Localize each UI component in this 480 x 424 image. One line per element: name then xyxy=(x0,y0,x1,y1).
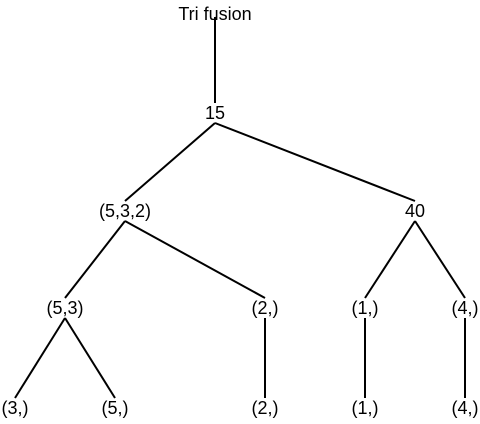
tree-node-label: (1,) xyxy=(352,398,379,418)
tree-node-label: (4,) xyxy=(452,298,479,318)
tree-node-label: (5,3) xyxy=(46,298,83,318)
tree-node-label: 40 xyxy=(405,201,425,221)
tree-node-label: (2,) xyxy=(252,298,279,318)
tree-edges xyxy=(14,17,466,399)
tree-node-label: 15 xyxy=(205,103,225,123)
tree-node-label: (5,) xyxy=(102,398,129,418)
tree-labels: Tri fusion 15 (5,3,2) 40 (5,3) (2,) (1,) (4,) (… xyxy=(2,4,479,418)
tree-edge xyxy=(364,220,416,299)
tree-edge xyxy=(14,317,66,399)
tree-node-label: (1,) xyxy=(352,298,379,318)
tree-edge xyxy=(64,317,116,399)
tree-node-label: (5,3,2) xyxy=(99,201,151,221)
tree-node-label: (2,) xyxy=(252,398,279,418)
tree-edge xyxy=(124,122,216,202)
tree-edge xyxy=(124,220,266,299)
diagram-title: Tri fusion xyxy=(178,4,251,24)
tree-edge xyxy=(214,122,416,202)
tree-edge xyxy=(64,220,126,299)
tree-node-label: (4,) xyxy=(452,398,479,418)
tree-node-label: (3,) xyxy=(2,398,29,418)
tree-edge xyxy=(414,220,466,299)
